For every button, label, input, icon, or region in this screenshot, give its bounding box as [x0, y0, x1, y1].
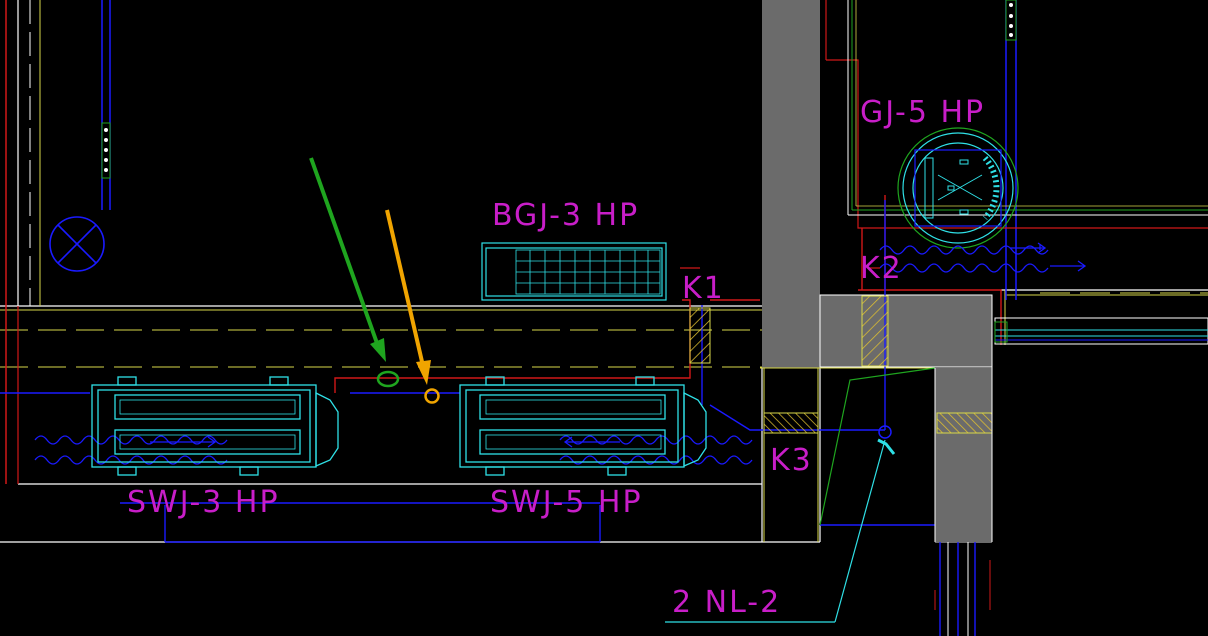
window-detail	[934, 300, 1208, 636]
bgj-unit	[481, 242, 667, 301]
label-k1: K1	[682, 271, 725, 306]
label-k2: K2	[860, 251, 903, 286]
label-k3: K3	[770, 443, 813, 478]
flex-ducts	[34, 242, 1087, 465]
riser-pipe-icon	[665, 425, 896, 623]
k3-shaft	[819, 367, 936, 542]
orange-arrow	[385, 209, 440, 404]
swj5-unit	[459, 376, 707, 476]
corridor-outline	[0, 0, 1208, 543]
green-marker-ellipse	[376, 370, 400, 388]
swj3-unit	[91, 376, 339, 476]
green-arrow	[309, 157, 400, 388]
label-nl: 2 NL-2	[672, 585, 781, 620]
right-fixture	[1005, 0, 1017, 300]
left-fixture	[101, 122, 111, 179]
round-fan-unit-icon	[897, 127, 1019, 249]
label-swj3: SWJ-3 HP	[127, 485, 280, 520]
yellow-guides	[0, 0, 1208, 542]
label-bgj: BGJ-3 HP	[492, 198, 639, 233]
exhaust-fan-icon	[49, 216, 105, 272]
orange-marker-circle	[424, 388, 440, 404]
label-swj5: SWJ-5 HP	[490, 485, 643, 520]
hatch-areas	[689, 295, 993, 434]
label-gj: GJ-5 HP	[860, 95, 985, 130]
labels: BGJ-3 HP GJ-5 HP SWJ-3 HP SWJ-5 HP K1 K2…	[127, 95, 985, 620]
